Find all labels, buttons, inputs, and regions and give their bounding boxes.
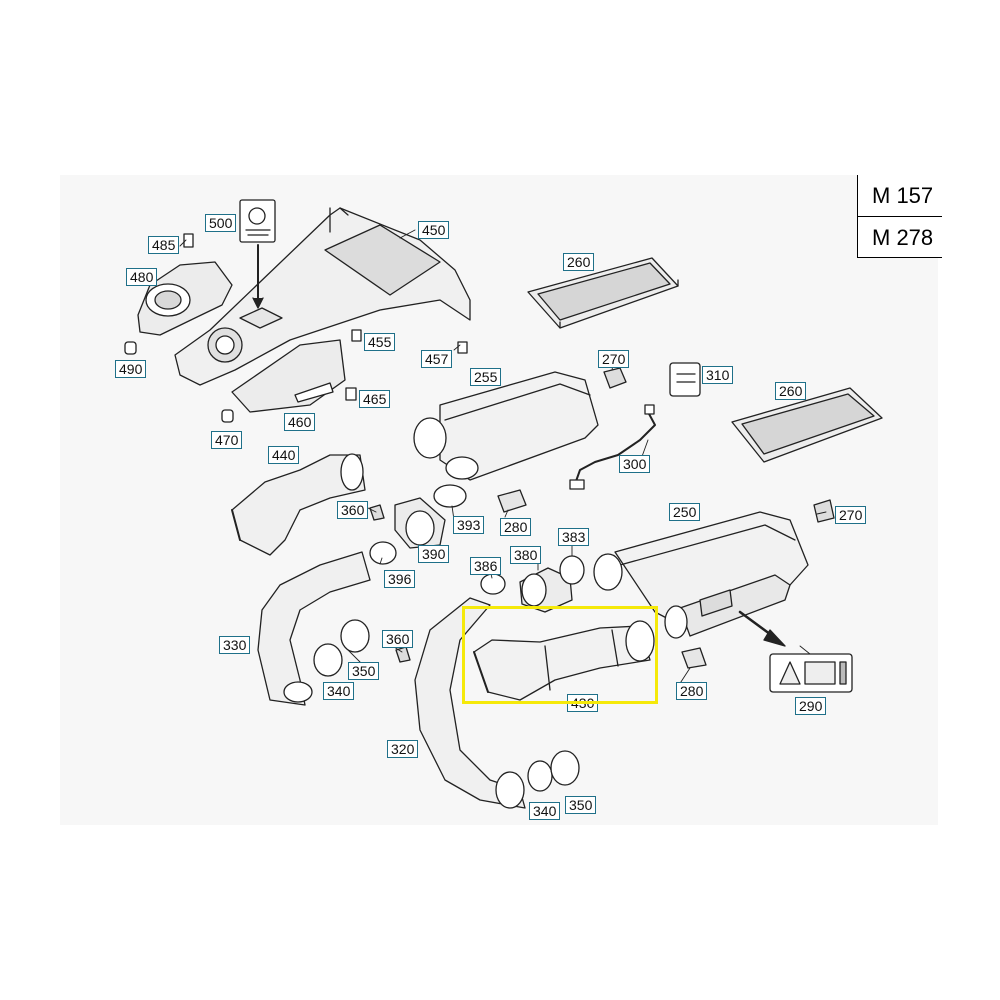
- air-duct-430-part: [473, 620, 655, 701]
- part-number-label: 480: [126, 268, 158, 286]
- part-number-label: 300: [619, 455, 651, 473]
- grommet-part: [124, 341, 137, 355]
- part-number-label: 485: [148, 236, 180, 254]
- part-number-label: 280: [676, 682, 708, 700]
- engine-model-box: M 157 M 278: [857, 175, 942, 258]
- part-number-label: 450: [418, 221, 450, 239]
- part-number-label: 330: [219, 636, 251, 654]
- part-number-label: 460: [284, 413, 316, 431]
- pointer-arrowhead: [763, 629, 786, 647]
- mass-air-flow-sensor-part: [394, 497, 446, 549]
- part-number-label: 250: [669, 503, 701, 521]
- part-number-label: 457: [421, 350, 453, 368]
- clamp-ring-part: [433, 484, 467, 508]
- part-number-label: 470: [211, 431, 243, 449]
- engine-cover-part: [174, 207, 471, 386]
- clip-part: [681, 647, 707, 669]
- model-divider: [858, 216, 942, 217]
- part-number-label: 260: [563, 253, 595, 271]
- clip-part: [351, 329, 362, 342]
- part-number-label: 350: [565, 796, 597, 814]
- trim-cover-part: [137, 261, 233, 336]
- clip-part: [457, 341, 468, 354]
- part-number-label: 383: [558, 528, 590, 546]
- part-number-label: 350: [348, 662, 380, 680]
- part-number-label: 290: [795, 697, 827, 715]
- part-number-label: 310: [702, 366, 734, 384]
- engine-model-code: M 157: [872, 183, 934, 208]
- sensor-part: [603, 367, 627, 389]
- air-filter-housing-part: [413, 371, 599, 481]
- clamp-ring-part: [369, 541, 397, 565]
- clip-part: [497, 489, 527, 513]
- part-number-label: 340: [323, 682, 355, 700]
- connector-part: [644, 404, 655, 415]
- air-duct-part: [257, 551, 371, 706]
- engine-model-code: M 278: [872, 225, 934, 250]
- part-number-label: 490: [115, 360, 147, 378]
- warning-label-part: [769, 653, 853, 693]
- clamp-ring-part: [559, 555, 585, 585]
- clamp-part: [369, 504, 385, 521]
- part-number-label: 360: [382, 630, 414, 648]
- part-430-highlight: [462, 606, 658, 704]
- grommet-part: [221, 409, 234, 423]
- part-number-label: 360: [337, 501, 369, 519]
- part-number-label: 393: [453, 516, 485, 534]
- part-number-label: 270: [835, 506, 867, 524]
- air-filter-part: [731, 387, 883, 463]
- clip-part: [183, 233, 194, 248]
- part-number-label: 280: [500, 518, 532, 536]
- part-number-label: 255: [470, 368, 502, 386]
- part-number-label: 455: [364, 333, 396, 351]
- part-number-label: 260: [775, 382, 807, 400]
- part-number-label: 340: [529, 802, 561, 820]
- part-number-label: 320: [387, 740, 419, 758]
- air-filter-part: [527, 257, 679, 329]
- duct-cover-part: [231, 339, 346, 413]
- part-number-label: 500: [205, 214, 237, 232]
- air-duct-part: [414, 597, 580, 809]
- clip-part: [345, 387, 357, 401]
- part-number-label: 380: [510, 546, 542, 564]
- part-number-label: 465: [359, 390, 391, 408]
- part-number-label: 270: [598, 350, 630, 368]
- bracket-part: [669, 362, 701, 397]
- part-number-label: 386: [470, 557, 502, 575]
- air-filter-housing-part: [593, 511, 809, 639]
- part-number-label: 440: [268, 446, 300, 464]
- part-number-label: 396: [384, 570, 416, 588]
- wiring-harness-part: [574, 411, 656, 485]
- air-duct-part: [231, 453, 366, 556]
- part-number-label: 390: [418, 545, 450, 563]
- sticker-part: [239, 199, 276, 309]
- sensor-part: [813, 499, 835, 523]
- clamp-ring-part: [480, 573, 506, 595]
- connector-part: [569, 479, 585, 490]
